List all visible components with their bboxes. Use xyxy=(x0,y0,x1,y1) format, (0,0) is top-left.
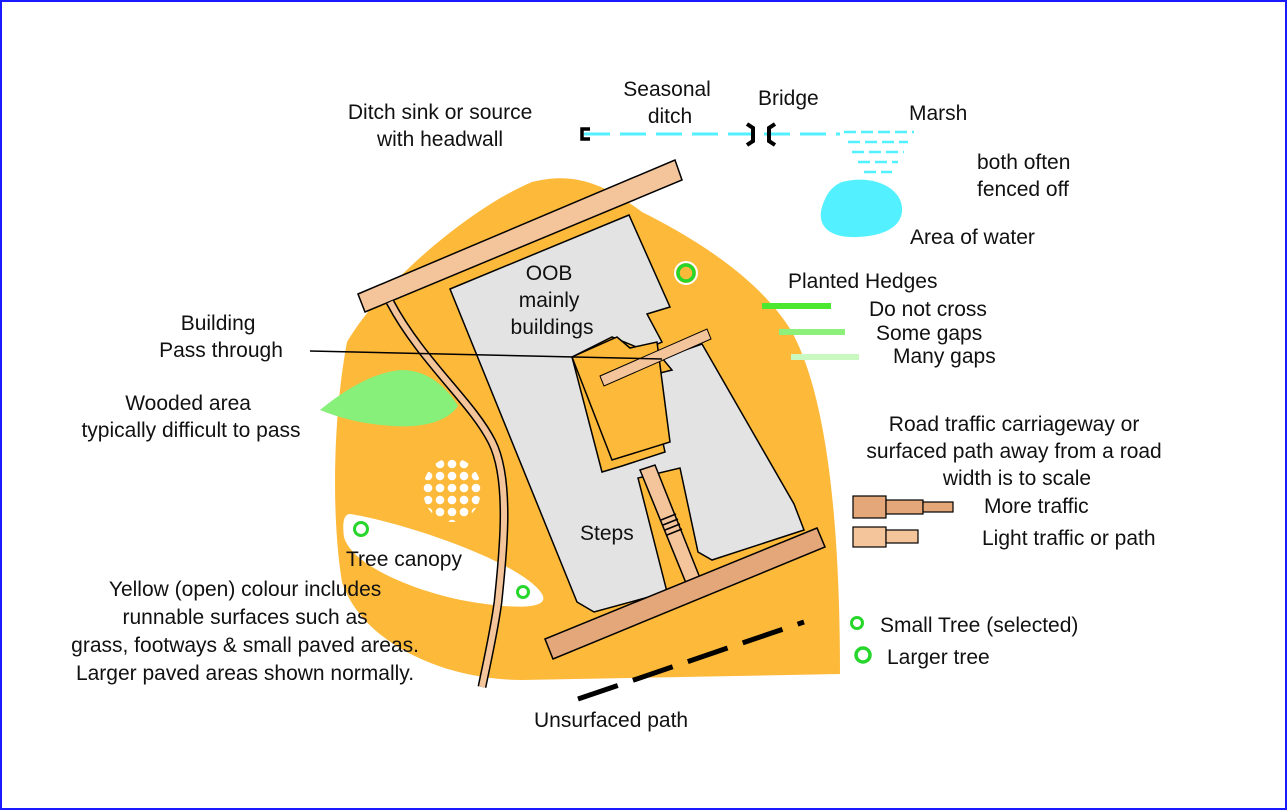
marsh-label: Marsh xyxy=(909,102,967,125)
small-tree-label: Small Tree (selected) xyxy=(880,614,1078,637)
fenced-label: both often fenced off xyxy=(977,151,1076,201)
tree-canopy-area xyxy=(343,514,544,607)
road-bottom xyxy=(544,527,826,660)
light-traffic-label: Light traffic or path xyxy=(982,527,1156,550)
pass-through-bar xyxy=(599,328,712,387)
water-label: Area of water xyxy=(910,226,1035,249)
canopy-dot-patch-dots xyxy=(423,458,481,522)
pass-through-label: Building Pass through xyxy=(159,312,283,362)
unsurfaced-label: Unsurfaced path xyxy=(534,709,688,732)
oob-label: OOB mainly buildings xyxy=(511,262,594,339)
yellow-note-label: Yellow (open) colour includes runnable s… xyxy=(71,578,425,685)
water-area xyxy=(820,179,903,238)
steps-label: Steps xyxy=(580,522,634,545)
more-traffic-label: More traffic xyxy=(984,495,1089,518)
winding-path xyxy=(387,300,508,688)
road-top xyxy=(357,158,683,313)
road-title-label: Road traffic carriageway or surfaced pat… xyxy=(866,413,1167,490)
hedge-some-label: Some gaps xyxy=(876,322,982,345)
small-tree-legend-icon xyxy=(850,616,864,630)
building-main xyxy=(449,214,805,613)
hedges-title: Planted Hedges xyxy=(788,270,937,293)
bridge-icon xyxy=(745,122,777,147)
hedge-dense-label: Do not cross xyxy=(869,298,987,321)
hedge-many-label: Many gaps xyxy=(893,345,996,368)
headwall-icon xyxy=(580,127,590,141)
small-tree-on-map xyxy=(353,521,369,537)
ditch-sink-label: Ditch sink or source with headwall xyxy=(348,101,538,151)
pass-through-pointer xyxy=(309,350,663,360)
wooded-label: Wooded area typically difficult to pass xyxy=(81,392,300,442)
larger-tree-on-map xyxy=(674,261,698,285)
wooded-area xyxy=(320,370,458,427)
light-traffic-swatch xyxy=(852,526,919,548)
marsh-icon xyxy=(844,130,914,174)
larger-tree-legend-icon xyxy=(854,646,872,664)
bridge-label: Bridge xyxy=(758,87,819,110)
seasonal-ditch-label: Seasonal ditch xyxy=(623,78,716,128)
small-tree-on-map xyxy=(516,585,530,599)
larger-tree-label: Larger tree xyxy=(887,646,990,669)
more-traffic-swatch xyxy=(852,495,954,519)
tree-canopy-label: Tree canopy xyxy=(346,548,462,571)
larger-tree-on-map xyxy=(676,263,696,283)
steps-icon xyxy=(660,513,683,536)
unsurfaced-path-line xyxy=(577,619,805,702)
